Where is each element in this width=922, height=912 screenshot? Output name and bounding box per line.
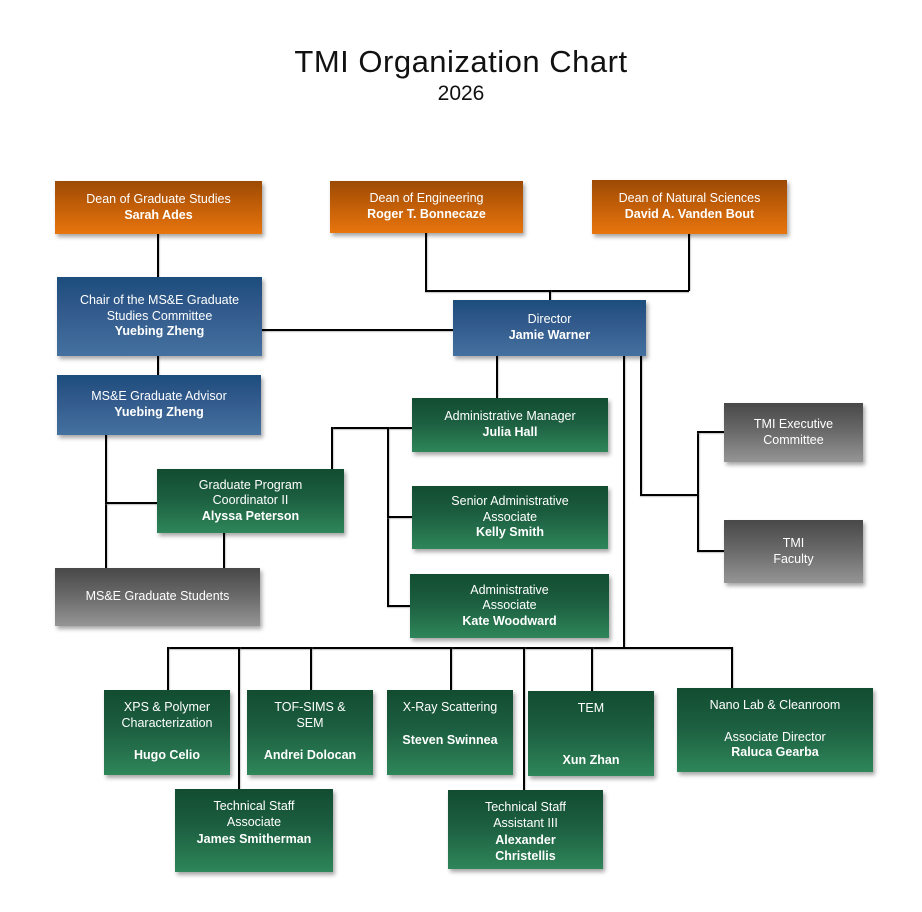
node-name: Roger T. Bonnecaze [367,207,486,221]
node-role: Technical Staff Assistant III [484,800,567,830]
node-name: Hugo Celio [134,748,200,763]
connector-director-to-facilities [623,356,625,649]
connector-rail-to-director [549,290,551,301]
node-nano-lab-cleanroom: Nano Lab & Cleanroom Associate Director … [677,688,873,772]
page-subtitle: 2026 [437,82,485,105]
node-role: Chair of the MS&E Graduate Studies Commi… [79,293,240,323]
node-tof-sims-sem: TOF-SIMS & SEM Andrei Dolocan [247,690,373,775]
connector-stub-execcommittee [697,431,724,433]
node-role: XPS & Polymer Characterization [121,700,213,730]
node-name: Alyssa Peterson [201,508,300,523]
connector-rail-to-xray [450,647,452,690]
node-role: TEM [577,701,605,715]
node-name: Alexander Christellis [495,833,556,863]
node-role: MS&E Graduate Advisor [91,389,227,404]
node-senior-administrative-associate: Senior Administrative Associate Kelly Sm… [412,486,608,549]
connector-deans-rail [425,290,689,292]
node-role: TOF-SIMS & SEM [274,700,346,730]
node-name: Julia Hall [482,425,538,439]
connector-rail-to-tem [591,647,593,691]
node-dean-natural-sciences: Dean of Natural Sciences David A. Vanden… [592,180,787,234]
connector-chair-to-advisor [157,356,159,375]
node-administrative-manager: Administrative Manager Julia Hall [412,398,608,452]
connector-advisor-to-students [105,435,107,568]
connector-down-to-coordinator [331,427,333,469]
node-role: MS&E Graduate Students [85,589,230,604]
connector-rail-to-nanolab [731,647,733,688]
connector-tmi-branch-v [697,431,699,551]
node-role: TMI Executive Committee [753,416,834,447]
node-dean-engineering: Dean of Engineering Roger T. Bonnecaze [330,181,523,233]
connector-stub-adminassociate [387,605,410,607]
node-role: Technical Staff Associate [213,799,295,829]
node-role: Senior Administrative Associate [451,494,569,524]
node-xps-polymer-characterization: XPS & Polymer Characterization Hugo Celi… [104,690,230,775]
node-role: Administrative Manager [444,409,576,424]
connector-rail-to-xps [167,647,169,690]
node-role: TMI Faculty [773,535,814,566]
node-name: Steven Swinnea [402,732,498,747]
node-role: Administrative Associate [470,582,549,613]
node-name: Sarah Ades [124,207,193,222]
node-tem: TEM Xun Zhan [528,691,654,776]
node-xray-scattering: X-Ray Scattering Steven Swinnea [387,690,513,775]
node-name: Xun Zhan [562,752,620,767]
page-title: TMI Organization Chart [294,44,628,79]
node-msne-graduate-advisor: MS&E Graduate Advisor Yuebing Zheng [57,375,261,435]
node-role: Director [527,312,572,327]
node-role: Nano Lab & Cleanroom [709,698,841,712]
connector-stub-senioradmin [387,516,412,518]
node-administrative-associate: Administrative Associate Kate Woodward [410,574,609,638]
connector-director-to-tmi-branch [640,356,642,495]
node-role: Graduate Program Coordinator II [198,477,303,508]
node-tmi-faculty: TMI Faculty [724,520,863,583]
node-role: X-Ray Scattering [402,700,498,714]
node-chair-msne-committee: Chair of the MS&E Graduate Studies Commi… [57,277,262,356]
node-dean-graduate-studies: Dean of Graduate Studies Sarah Ades [55,181,262,234]
connector-adminmanager-left [331,427,412,429]
connector-deaneng-down [425,233,427,291]
connector-chair-to-director [262,329,453,331]
connector-deangrad-to-chair [157,234,159,277]
node-msne-graduate-students: MS&E Graduate Students [55,568,260,626]
node-name: David A. Vanden Bout [624,207,755,221]
node-name: Jamie Warner [508,328,591,342]
node-tmi-executive-committee: TMI Executive Committee [724,403,863,462]
node-role: Dean of Natural Sciences [618,191,761,206]
node-technical-staff-associate: Technical Staff Associate James Smitherm… [175,789,333,872]
node-name: Kate Woodward [462,613,557,628]
connector-coordinator-to-students [223,533,225,568]
connector-tmi-branch-h [640,494,697,496]
connector-rail-to-techassistant [523,647,525,790]
node-name: James Smitherman [196,832,312,847]
node-name: Raluca Gearba [731,745,819,760]
node-graduate-program-coordinator: Graduate Program Coordinator II Alyssa P… [157,469,344,533]
connector-stub-to-coordinator [105,502,157,504]
connector-rail-to-tofsims [310,647,312,690]
connector-rail-to-techassociate [238,647,240,789]
node-technical-staff-assistant: Technical Staff Assistant III Alexander … [448,790,603,869]
connector-director-to-adminmanager [496,356,498,398]
node-director: Director Jamie Warner [453,300,646,356]
node-role: Dean of Graduate Studies [86,191,231,206]
node-name: Yuebing Zheng [114,405,204,419]
node-name: Kelly Smith [475,525,545,540]
node-name: Yuebing Zheng [114,324,205,339]
connector-deannat-down [688,233,690,291]
connector-stub-faculty [697,550,724,552]
node-role: Dean of Engineering [369,191,484,206]
node-subrole: Associate Director [724,729,826,744]
node-name: Andrei Dolocan [263,748,357,763]
